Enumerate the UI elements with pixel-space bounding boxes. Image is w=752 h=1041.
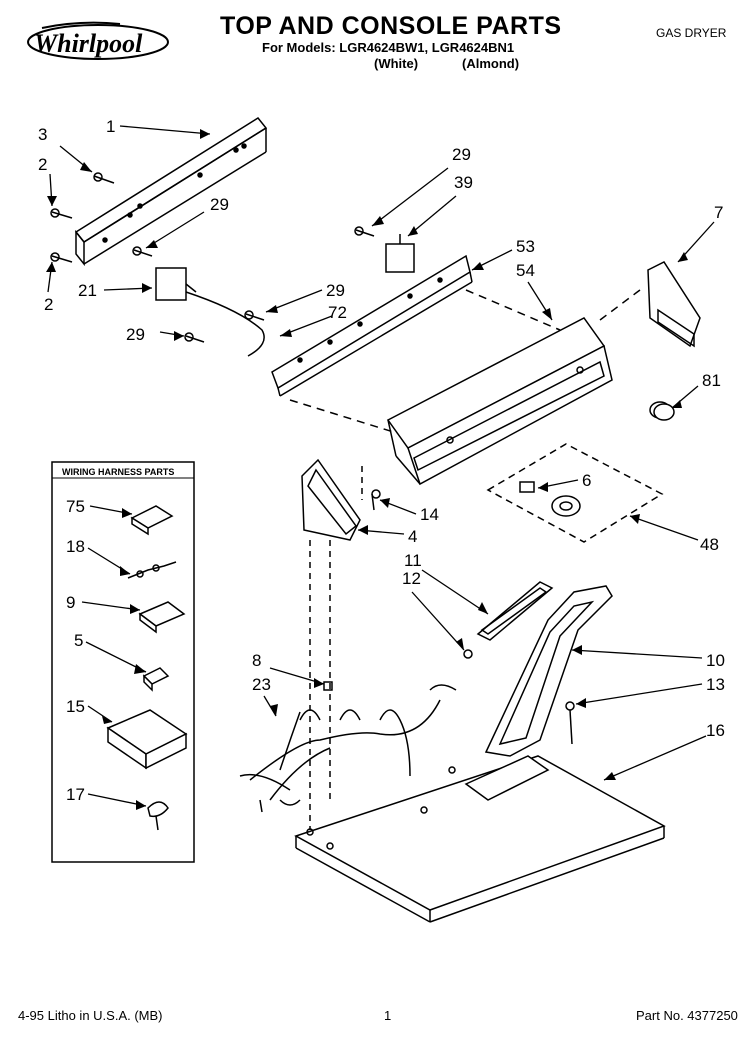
part-18-terminal — [127, 561, 177, 579]
label-11: 11 — [404, 551, 422, 570]
label-15: 15 — [66, 697, 85, 716]
label-9: 9 — [66, 593, 75, 612]
part-6-knob — [519, 481, 581, 517]
screw-2a — [50, 208, 73, 219]
label-18: 18 — [66, 537, 85, 556]
label-48: 48 — [700, 535, 719, 554]
color-white: (White) — [374, 56, 419, 71]
wire-72 — [185, 291, 265, 357]
part-39-control — [385, 234, 415, 273]
part-1-panel — [74, 117, 268, 267]
label-81: 81 — [702, 371, 721, 390]
screw-14 — [371, 489, 381, 511]
label-2b: 2 — [44, 295, 53, 314]
part-11-screen — [476, 581, 554, 641]
part-53-bracket — [271, 254, 473, 397]
part-75-connector — [130, 505, 174, 536]
models-line: For Models: LGR4624BW1, LGR4624BN1 — [262, 40, 515, 55]
label-7: 7 — [714, 203, 723, 222]
label-14: 14 — [420, 505, 439, 524]
color-almond: (Almond) — [462, 56, 520, 71]
part-48-group-outline — [486, 443, 664, 543]
part-number-labels: 1 3 2 2 29 21 29 72 29 29 39 53 54 7 81 … — [38, 117, 725, 804]
label-75: 75 — [66, 497, 85, 516]
label-21: 21 — [78, 281, 97, 300]
harness-box-title: WIRING HARNESS PARTS — [62, 467, 175, 477]
part-81-knob — [649, 401, 675, 421]
label-1: 1 — [106, 117, 115, 136]
label-29d: 29 — [452, 145, 471, 164]
part-8-clip — [323, 681, 333, 691]
label-23: 23 — [252, 675, 271, 694]
part-9-connector — [138, 601, 186, 634]
label-29a: 29 — [210, 195, 229, 214]
appliance-type: GAS DRYER — [656, 26, 727, 40]
part-21-switch — [155, 267, 197, 301]
part-10-lint-duct — [464, 585, 613, 801]
screw-13 — [565, 701, 575, 745]
leader-arrowheads — [46, 129, 688, 780]
label-53: 53 — [516, 237, 535, 256]
label-5: 5 — [74, 631, 83, 650]
label-16: 16 — [706, 721, 725, 740]
label-3: 3 — [38, 125, 47, 144]
screw-29d — [354, 226, 375, 237]
label-54: 54 — [516, 261, 535, 280]
part-54-console — [386, 317, 613, 486]
label-12: 12 — [402, 569, 421, 588]
whirlpool-logo: Whirlpool — [20, 18, 180, 64]
part-23-harness — [239, 684, 457, 813]
wiring-harness-box — [51, 461, 195, 863]
label-10: 10 — [706, 651, 725, 670]
footer-part-number: Part No. 4377250 — [636, 1008, 738, 1023]
screw-12 — [463, 649, 473, 659]
label-72: 72 — [328, 303, 347, 322]
part-4-endcap — [301, 458, 361, 541]
page-title: TOP AND CONSOLE PARTS — [220, 12, 562, 40]
label-8: 8 — [252, 651, 261, 670]
part-5-connector — [142, 667, 170, 692]
label-29b: 29 — [326, 281, 345, 300]
part-16-top — [294, 755, 666, 923]
part-15-block — [106, 709, 188, 770]
footer-page-number: 1 — [384, 1008, 392, 1023]
part-7-endcap — [647, 261, 701, 348]
footer-date-litho: 4-95 Litho in U.S.A. (MB) — [18, 1008, 163, 1023]
label-2a: 2 — [38, 155, 47, 174]
screw-29c — [184, 332, 205, 343]
screw-29b — [244, 310, 265, 321]
label-39: 39 — [454, 173, 473, 192]
screw-3 — [93, 172, 115, 184]
screw-2b — [50, 252, 73, 263]
label-17: 17 — [66, 785, 85, 804]
brand-wordmark: Whirlpool — [34, 29, 143, 58]
part-17-clip — [147, 801, 169, 831]
label-4: 4 — [408, 527, 417, 546]
label-29c: 29 — [126, 325, 145, 344]
label-6: 6 — [582, 471, 591, 490]
label-13: 13 — [706, 675, 725, 694]
screw-29a — [132, 246, 153, 257]
